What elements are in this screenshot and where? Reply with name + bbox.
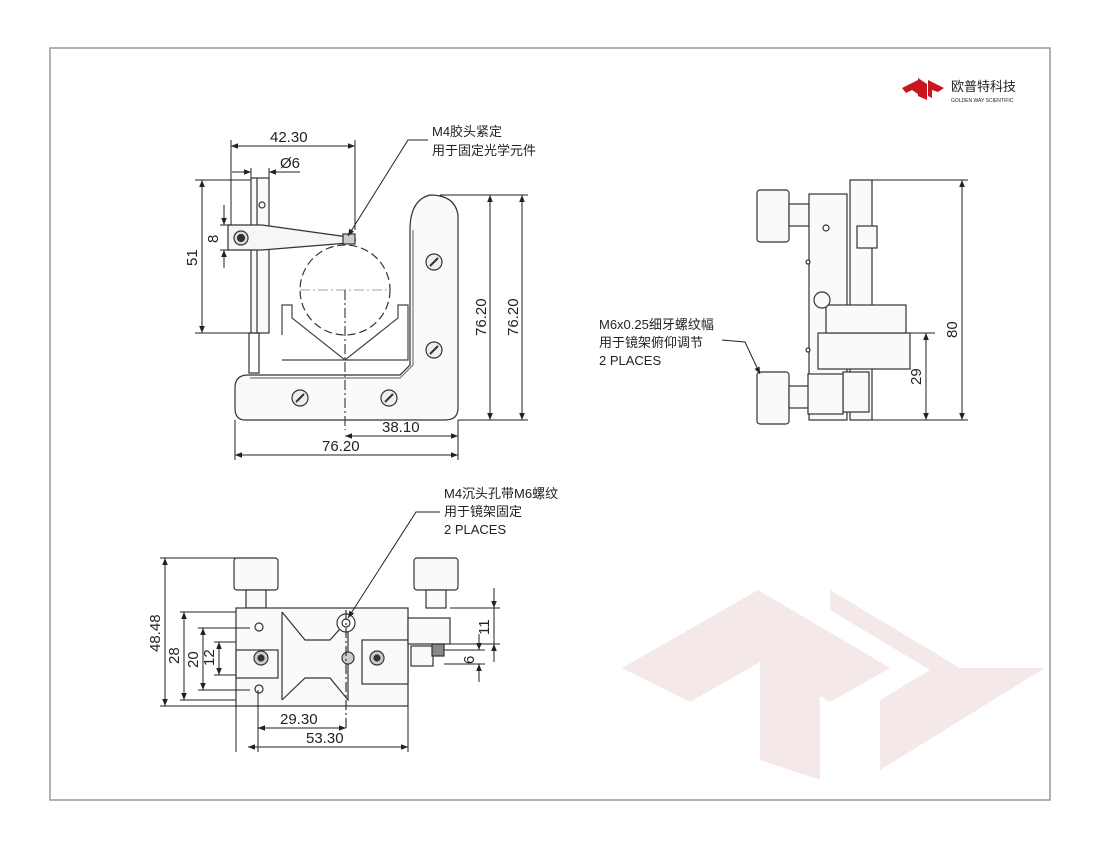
front-note-line1: M4胶头紧定 [432,124,502,139]
dim-29-30: 29.30 [280,711,318,728]
top-dim-labels: 48.48 28 20 12 11 6 29.30 53.30 M4沉头孔带M6… [147,486,558,747]
dim-53-30: 53.30 [306,730,344,747]
sheet-border [49,47,1051,801]
side-clamp-block [817,332,911,370]
side-knob-top [756,189,790,243]
side-view [756,179,911,425]
front-view [227,177,459,430]
watermark-logo [622,590,1045,780]
dim-20: 20 [185,651,202,668]
dim-11: 11 [476,619,493,635]
top-knob-left [233,557,279,591]
front-note-line2: 用于固定光学元件 [432,143,536,158]
front-post [250,177,270,334]
brand-name: 欧普特科技 [951,79,1016,94]
top-note-line2: 用于镜架固定 [444,504,522,519]
top-dimensions [160,511,500,752]
dim-80: 80 [944,321,961,338]
dim-diameter-6: Ø6 [280,155,300,172]
dim-51: 51 [184,249,201,266]
brand-logo: 欧普特科技 GOLDEN WAY SCIENTIFIC [902,78,1016,104]
logo-mark-icon [902,78,944,100]
front-dim-labels: 42.30 Ø6 51 8 76.20 76.20 38.10 76.20 M4… [184,124,536,455]
top-note-line3: 2 PLACES [444,522,506,537]
top-knob-right [413,557,459,591]
side-note-line2: 用于镜架俯仰调节 [599,335,703,350]
front-dimensions [195,139,528,460]
dim-38-10: 38.10 [382,419,420,436]
dim-6: 6 [461,656,478,664]
top-side-screw [407,617,451,645]
dim-8: 8 [205,235,222,243]
side-dimensions [721,179,968,421]
dim-48-48: 48.48 [147,614,164,652]
dim-29: 29 [908,368,925,385]
front-v-groove [281,304,409,361]
dim-12: 12 [201,649,218,666]
dim-76-20-outer: 76.20 [505,298,522,336]
brand-subtitle: GOLDEN WAY SCIENTIFIC [951,98,1014,104]
side-dim-labels: 80 29 M6x0.25细牙螺纹幅 用于镜架俯仰调节 2 PLACES [599,317,961,385]
side-knob-bottom [756,371,790,425]
side-note-line3: 2 PLACES [599,353,661,368]
dim-42-30: 42.30 [270,129,308,146]
dim-76-20-inner: 76.20 [473,298,490,336]
top-view [233,557,459,728]
front-optic-circle [299,244,391,336]
side-note-line1: M6x0.25细牙螺纹幅 [599,317,714,332]
dim-28: 28 [166,647,183,664]
top-note-line1: M4沉头孔带M6螺纹 [444,486,558,501]
dim-76-20-bottom: 76.20 [322,438,360,455]
